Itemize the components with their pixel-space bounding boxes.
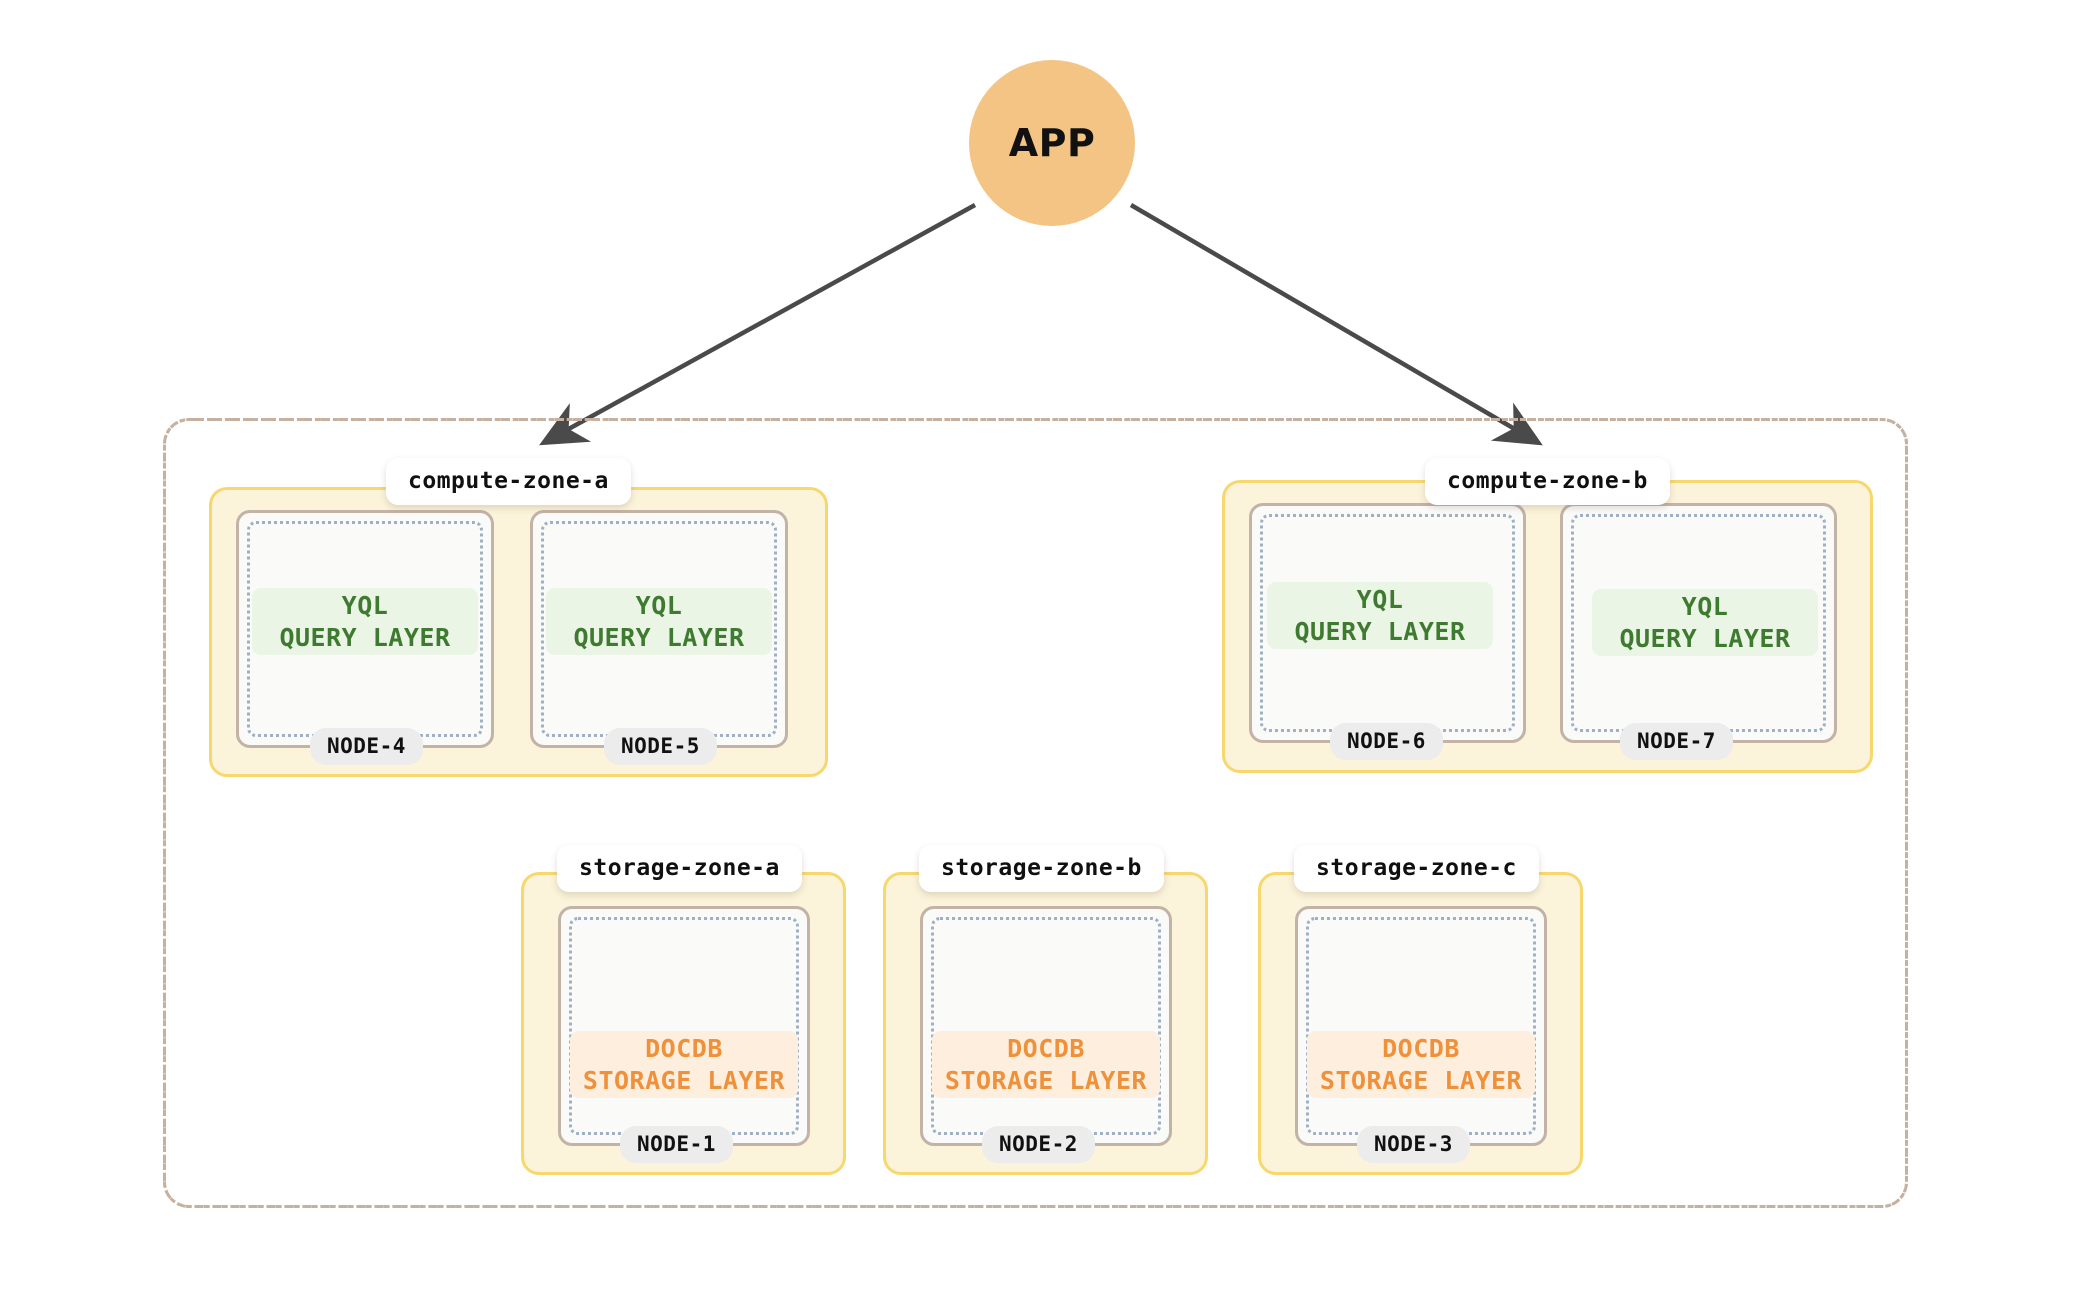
layer-subtitle-node-5: QUERY LAYER (573, 622, 745, 652)
node-pill-node-4: NODE-4 (310, 728, 423, 765)
layer-subtitle-node-7: QUERY LAYER (1619, 623, 1791, 653)
layer-subtitle-node-6: QUERY LAYER (1294, 616, 1466, 646)
layer-subtitle-node-4: QUERY LAYER (279, 622, 451, 652)
app-node[interactable]: APP (969, 60, 1135, 226)
arrow-app-to-compute-zone-b (1129, 203, 1543, 446)
layer-title-node-1: DOCDB (645, 1033, 723, 1063)
node-pill-node-6: NODE-6 (1330, 723, 1443, 760)
node-inner-border-node-2 (931, 917, 1161, 1135)
zone-label-storage-zone-c: storage-zone-c (1294, 845, 1539, 892)
layer-title-node-6: YQL (1356, 584, 1404, 614)
layer-title-node-2: DOCDB (1007, 1033, 1085, 1063)
node-box-node-2[interactable] (920, 906, 1172, 1146)
node-box-node-1[interactable] (558, 906, 810, 1146)
node-pill-node-5: NODE-5 (604, 728, 717, 765)
app-label: APP (1008, 121, 1096, 165)
layer-subtitle-node-2: STORAGE LAYER (944, 1065, 1148, 1095)
layer-subtitle-node-1: STORAGE LAYER (582, 1065, 786, 1095)
zone-label-storage-zone-a: storage-zone-a (557, 845, 802, 892)
node-pill-node-2: NODE-2 (982, 1126, 1095, 1163)
zone-label-compute-zone-a: compute-zone-a (386, 458, 631, 505)
node-pill-node-1: NODE-1 (620, 1126, 733, 1163)
node-pill-node-3: NODE-3 (1357, 1126, 1470, 1163)
layer-subtitle-node-3: STORAGE LAYER (1319, 1065, 1523, 1095)
layer-title-node-7: YQL (1681, 591, 1729, 621)
node-inner-border-node-3 (1306, 917, 1536, 1135)
layer-title-node-4: YQL (341, 590, 389, 620)
zone-label-storage-zone-b: storage-zone-b (919, 845, 1164, 892)
zone-label-compute-zone-b: compute-zone-b (1425, 458, 1670, 505)
node-pill-node-7: NODE-7 (1620, 723, 1733, 760)
layer-title-node-3: DOCDB (1382, 1033, 1460, 1063)
node-inner-border-node-1 (569, 917, 799, 1135)
arrow-app-to-compute-zone-a (539, 203, 977, 446)
node-box-node-3[interactable] (1295, 906, 1547, 1146)
layer-title-node-5: YQL (635, 590, 683, 620)
cluster-boundary (163, 418, 1908, 1208)
